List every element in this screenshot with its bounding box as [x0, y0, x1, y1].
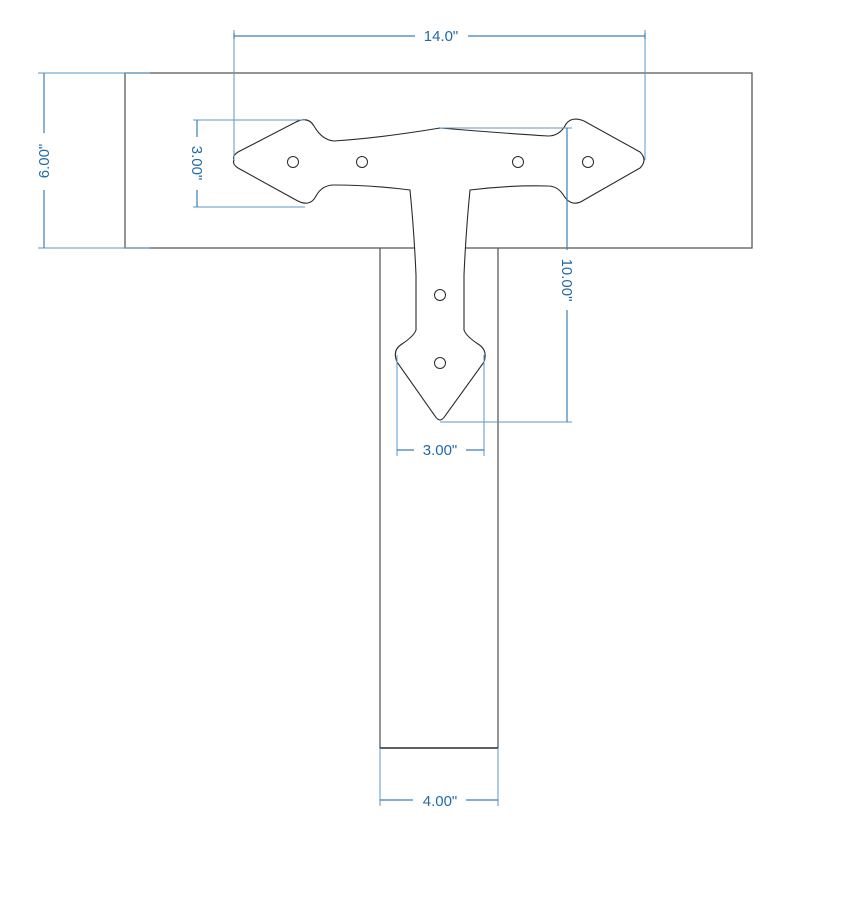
- overall-width-label: 14.0": [424, 28, 459, 45]
- screw-hole-4: [582, 156, 594, 168]
- dimension-strap-length: 10.00": [440, 127, 575, 423]
- dimension-overall-width: 14.0": [233, 28, 646, 160]
- leaf-end-height-label: 3.00": [188, 146, 205, 181]
- t-hinge-outline: [232, 118, 645, 421]
- strap-length-label: 10.00": [558, 259, 575, 302]
- screw-hole-1: [287, 156, 299, 168]
- screw-hole-3: [512, 156, 524, 168]
- screw-hole-2: [356, 156, 368, 168]
- dimension-strap-end-width: 3.00": [396, 355, 485, 459]
- strap-end-width-label: 3.00": [423, 442, 458, 459]
- dimension-rail-height: 6.00": [36, 72, 150, 249]
- dimension-leaf-end-height: 3.00": [188, 119, 305, 208]
- post-width-label: 4.00": [423, 793, 458, 810]
- screw-hole-5: [434, 289, 446, 301]
- rail-height-label: 6.00": [36, 144, 53, 179]
- dimension-post-width: 4.00": [379, 748, 499, 810]
- screw-hole-6: [434, 357, 446, 369]
